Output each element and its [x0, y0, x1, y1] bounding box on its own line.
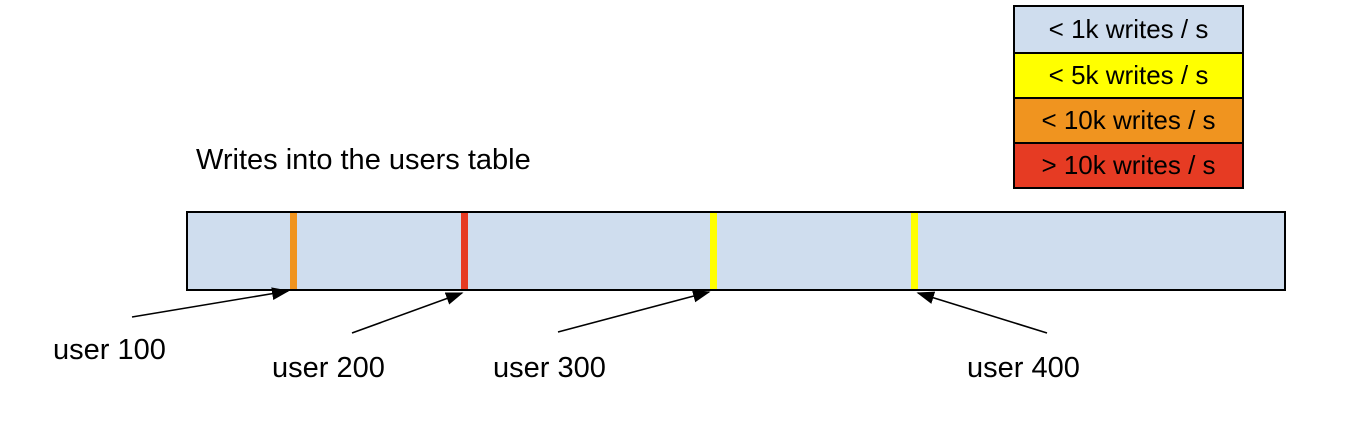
legend-item-label: < 1k writes / s	[1048, 14, 1209, 44]
label-user-200: user 200	[272, 352, 385, 384]
write-rate-legend: < 1k writes / s < 5k writes / s < 10k wr…	[1013, 5, 1244, 189]
legend-item-label: < 5k writes / s	[1048, 60, 1209, 90]
users-table-bar	[186, 211, 1286, 291]
write-rate-marker-user-100	[290, 213, 297, 289]
diagram-title: Writes into the users table	[196, 144, 531, 176]
label-user-300: user 300	[493, 352, 606, 384]
arrow-user-400	[916, 291, 1048, 334]
label-user-100: user 100	[53, 334, 166, 366]
arrow-user-100	[131, 287, 290, 318]
arrow-user-200	[351, 292, 464, 334]
write-rate-marker-user-300	[710, 213, 717, 289]
write-rate-marker-user-400	[911, 213, 918, 289]
legend-item-lt-1k: < 1k writes / s	[1015, 7, 1242, 52]
write-rate-marker-user-200	[461, 213, 468, 289]
label-user-400: user 400	[967, 352, 1080, 384]
legend-item-lt-5k: < 5k writes / s	[1015, 52, 1242, 97]
legend-item-label: < 10k writes / s	[1041, 105, 1216, 135]
legend-item-label: > 10k writes / s	[1041, 150, 1216, 180]
legend-item-lt-10k: < 10k writes / s	[1015, 97, 1242, 142]
legend-item-gt-10k: > 10k writes / s	[1015, 142, 1242, 187]
arrow-user-300	[557, 289, 711, 333]
